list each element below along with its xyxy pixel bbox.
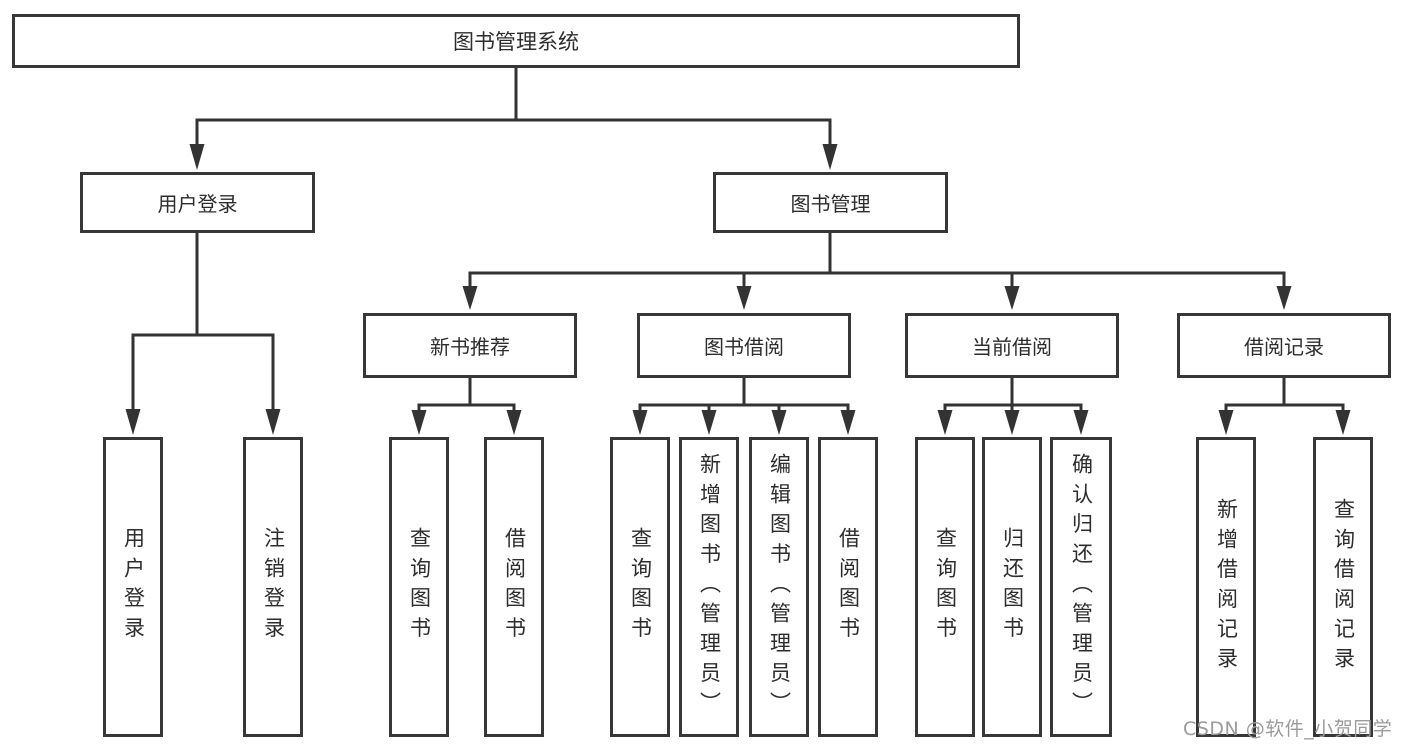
leaf-query-books-3: 查询图书 [915, 437, 975, 737]
leaf-borrow-books-1-label: 借阅图书 [502, 527, 527, 647]
leaf-add-borrow-record: 新增借阅记录 [1196, 437, 1256, 737]
leaf-add-book-admin: 新增图书（管理员） [679, 437, 739, 737]
leaf-query-books-2: 查询图书 [610, 437, 670, 737]
node-book-borrow: 图书借阅 [637, 313, 851, 378]
leaf-logout-label: 注销登录 [261, 527, 286, 647]
node-book-management-label: 图书管理 [790, 192, 871, 216]
leaf-return-book-label: 归还图书 [1000, 527, 1025, 647]
leaf-add-borrow-record-label: 新增借阅记录 [1214, 497, 1239, 677]
leaf-edit-book-admin-label: 编辑图书（管理员） [767, 452, 792, 722]
node-root-label: 图书管理系统 [453, 30, 579, 54]
leaf-query-borrow-record: 查询借阅记录 [1313, 437, 1373, 737]
node-user-login: 用户登录 [80, 172, 315, 233]
node-new-book-recommend-label: 新书推荐 [430, 335, 510, 359]
watermark-text: CSDN @软件_小贺同学 [1183, 718, 1393, 740]
arrowheads [125, 144, 1351, 435]
leaf-borrow-books-2-label: 借阅图书 [836, 527, 861, 647]
node-book-borrow-label: 图书借阅 [704, 335, 784, 359]
node-user-login-label: 用户登录 [157, 192, 238, 216]
node-borrow-records-label: 借阅记录 [1244, 335, 1324, 359]
node-borrow-records: 借阅记录 [1177, 313, 1391, 378]
leaf-query-books-1: 查询图书 [389, 437, 449, 737]
leaf-add-book-admin-label: 新增图书（管理员） [697, 452, 722, 722]
leaf-confirm-return-admin-label: 确认归还（管理员） [1069, 452, 1094, 722]
leaf-confirm-return-admin: 确认归还（管理员） [1050, 437, 1112, 737]
leaf-borrow-books-1: 借阅图书 [484, 437, 544, 737]
node-current-borrow: 当前借阅 [905, 313, 1119, 378]
leaf-edit-book-admin: 编辑图书（管理员） [749, 437, 809, 737]
node-new-book-recommend: 新书推荐 [363, 313, 577, 378]
leaf-query-borrow-record-label: 查询借阅记录 [1331, 497, 1356, 677]
node-root: 图书管理系统 [12, 14, 1020, 68]
leaf-query-books-2-label: 查询图书 [628, 527, 653, 647]
leaf-query-books-3-label: 查询图书 [933, 527, 958, 647]
leaf-user-login-label: 用户登录 [121, 527, 146, 647]
node-current-borrow-label: 当前借阅 [972, 335, 1052, 359]
node-book-management: 图书管理 [713, 172, 948, 233]
leaf-query-books-1-label: 查询图书 [407, 527, 432, 647]
leaf-user-login: 用户登录 [103, 437, 163, 737]
leaf-return-book: 归还图书 [982, 437, 1042, 737]
leaf-borrow-books-2: 借阅图书 [818, 437, 878, 737]
leaf-logout: 注销登录 [243, 437, 303, 737]
